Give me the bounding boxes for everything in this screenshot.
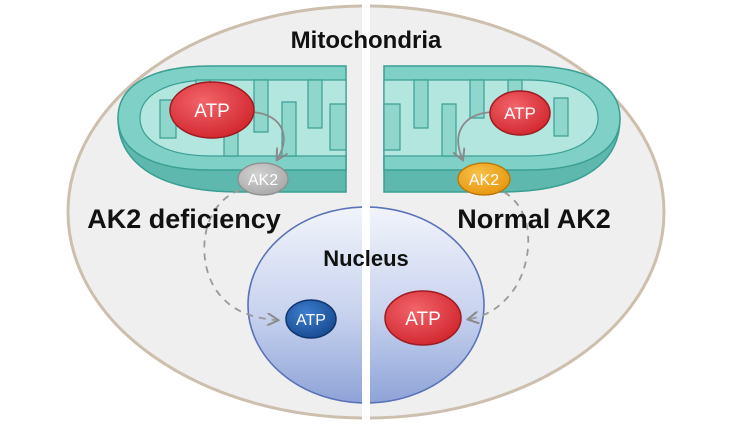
arrow-atp-to-ak2-left	[247, 111, 284, 158]
ak2-right-orange: AK2	[457, 162, 511, 196]
svg-text:AK2: AK2	[248, 172, 278, 189]
left-condition-label: AK2 deficiency	[87, 204, 281, 234]
nucleus-title: Nucleus	[323, 246, 409, 271]
dashed-arrow-left	[203, 189, 276, 320]
ak2-left-gray: AK2	[237, 162, 289, 196]
right-condition-label: Normal AK2	[457, 204, 611, 234]
dashed-arrow-right	[470, 191, 530, 319]
mitochondria-title: Mitochondria	[291, 27, 442, 54]
svg-text:ATP: ATP	[194, 101, 230, 122]
svg-text:AK2: AK2	[469, 172, 499, 189]
svg-text:ATP: ATP	[296, 312, 326, 329]
atp-mito-right: ATP	[489, 90, 551, 136]
atp-nucleus-blue: ATP	[285, 299, 337, 339]
atp-nucleus-red: ATP	[384, 290, 462, 346]
atp-mito-left: ATP	[169, 81, 255, 139]
arrow-atp-to-ak2-right	[458, 111, 493, 158]
svg-text:ATP: ATP	[405, 309, 441, 330]
split-divider	[362, 0, 370, 429]
svg-text:ATP: ATP	[504, 104, 536, 123]
